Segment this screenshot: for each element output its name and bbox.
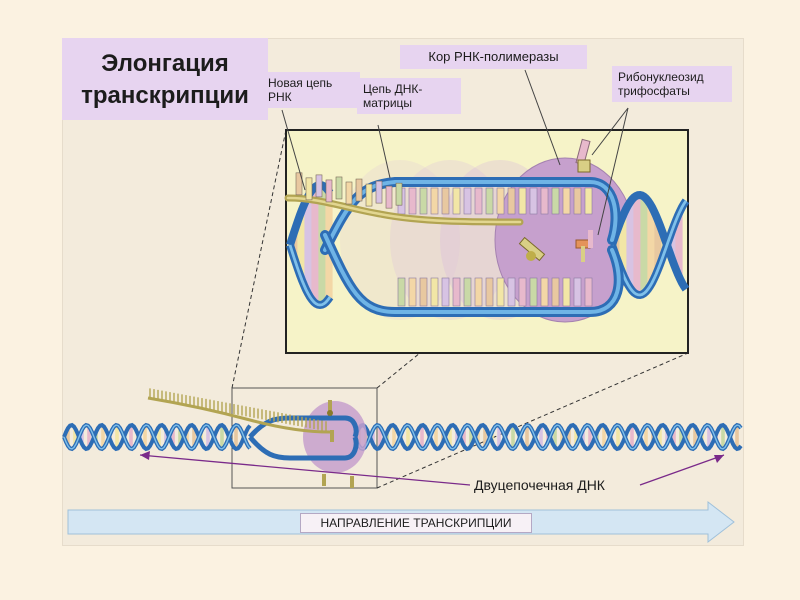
- template-base: [551, 187, 560, 215]
- template-base: [430, 187, 439, 215]
- rna-base: [375, 180, 383, 204]
- pointer-template: [377, 124, 391, 179]
- template-base: [518, 187, 527, 215]
- label-ntp: Рибонуклеозид трифосфаты: [612, 66, 732, 102]
- small-bubble-top: [248, 415, 359, 439]
- label-ds-dna: Двуцепочечная ДНК: [470, 475, 609, 495]
- coding-base: [419, 277, 428, 307]
- coding-base: [518, 277, 527, 307]
- coding-base: [452, 277, 461, 307]
- coding-base: [573, 277, 582, 307]
- template-base: [573, 187, 582, 215]
- coding-base: [397, 277, 406, 307]
- coding-base: [430, 277, 439, 307]
- template-base: [496, 187, 505, 215]
- rna-base: [385, 185, 393, 209]
- dsdna-arrow-right: [639, 454, 725, 486]
- coding-base: [441, 277, 450, 307]
- coding-base: [562, 277, 571, 307]
- pointer-rna: [281, 109, 306, 191]
- dsdna-arrowhead-left: [140, 451, 150, 460]
- rna-base: [365, 183, 373, 207]
- zoom-connector-right: [376, 352, 421, 389]
- pointer-ntp-1: [591, 107, 629, 156]
- small-ntps: [322, 400, 354, 488]
- zoom-connector-left: [231, 129, 287, 389]
- template-base: [452, 187, 461, 215]
- magnified-left-strand-a-shine: [288, 244, 332, 307]
- template-base: [408, 187, 417, 215]
- rna-base: [325, 179, 333, 203]
- rna-bases: [295, 172, 403, 209]
- zoom-source-box: [231, 387, 378, 489]
- template-base: [529, 187, 538, 215]
- coding-base: [551, 277, 560, 307]
- coding-base: [496, 277, 505, 307]
- coding-base: [507, 277, 516, 307]
- coding-base: [529, 277, 538, 307]
- pointer-ntp-2: [597, 107, 629, 236]
- rna-base: [335, 176, 343, 200]
- ds-left-strand-a-shine: [63, 424, 251, 450]
- small-rna-strand: [147, 388, 331, 434]
- template-base: [584, 187, 593, 215]
- dsdna-arrowhead-right: [714, 455, 724, 463]
- template-base: [485, 187, 494, 215]
- dsdna-arrow-left: [139, 454, 471, 486]
- rna-base: [345, 181, 353, 205]
- ds-right-strand-a-shine: [354, 424, 742, 450]
- label-new-rna: Новая цепь РНК: [262, 72, 360, 108]
- zoom-connector-bottom: [376, 352, 689, 489]
- template-base: [507, 187, 516, 215]
- rna-base: [305, 177, 313, 201]
- template-base: [474, 187, 483, 215]
- coding-strand-bottom-highlight: [323, 233, 621, 314]
- coding-base: [474, 277, 483, 307]
- rna-base: [295, 172, 303, 196]
- ds-left-strand-b: [62, 422, 252, 452]
- template-base: [540, 187, 549, 215]
- transcription-direction-label: НАПРАВЛЕНИЕ ТРАНСКРИПЦИИ: [300, 513, 532, 533]
- coding-base: [584, 277, 593, 307]
- label-template-dna: Цепь ДНК-матрицы: [357, 78, 461, 114]
- ntp-molecules: [518, 138, 593, 262]
- coding-base: [463, 277, 472, 307]
- template-strand-top-highlight: [323, 180, 618, 252]
- template-base: [419, 187, 428, 215]
- new-rna-strand-highlight: [286, 196, 522, 224]
- ds-right-strand-b: [353, 422, 743, 452]
- pointer-core: [524, 69, 561, 166]
- double-stranded-dna: [62, 422, 743, 452]
- magnified-right-strand-a-shine: [610, 200, 688, 297]
- coding-base: [485, 277, 494, 307]
- template-base: [463, 187, 472, 215]
- diagram-title: Элонгация транскрипции: [62, 38, 268, 120]
- template-base: [441, 187, 450, 215]
- small-bubble-bottom: [248, 435, 359, 461]
- template-bases: [397, 187, 593, 307]
- template-base: [562, 187, 571, 215]
- rna-base: [395, 182, 403, 206]
- label-polymerase-core: Кор РНК-полимеразы: [400, 45, 587, 69]
- rna-base: [355, 178, 363, 202]
- coding-base: [408, 277, 417, 307]
- magnified-right-strand-b: [608, 190, 690, 292]
- rna-base: [315, 174, 323, 198]
- coding-base: [540, 277, 549, 307]
